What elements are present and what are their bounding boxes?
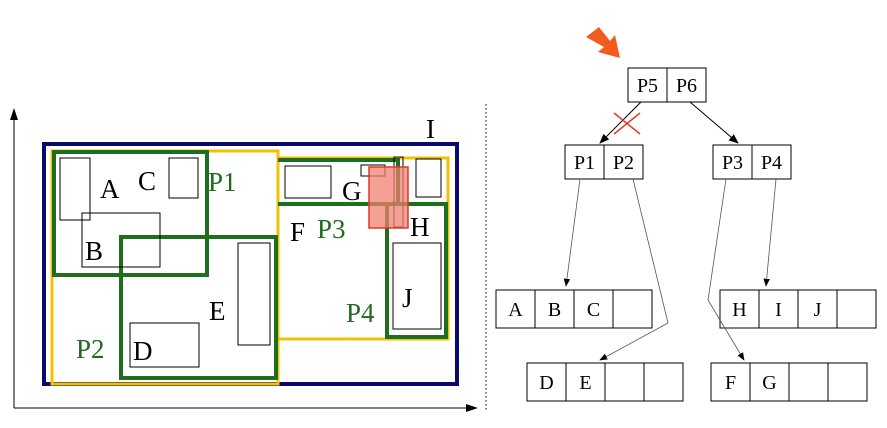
leaf-node-p4: H I J [719, 289, 877, 329]
label-e: E [209, 296, 226, 326]
node-p3-entry: P3 [722, 152, 743, 174]
edge-p3-to-leaf [707, 178, 727, 301]
label-p2: P2 [76, 334, 105, 364]
region-p2 [119, 235, 278, 380]
label-c: C [138, 166, 156, 196]
leaf-p2-entry-2: E [579, 372, 591, 394]
edge-p4-to-leaf [763, 178, 777, 287]
leaf-p4-entry-3: J [814, 299, 822, 321]
label-j: J [402, 283, 413, 313]
leaf-p4-entry-2: I [775, 299, 782, 321]
region-p1 [52, 150, 209, 277]
object-f-rect [284, 165, 332, 199]
label-h: H [410, 212, 430, 242]
object-j-rect [392, 242, 442, 330]
object-i-rect [415, 158, 442, 198]
object-e-rect [237, 242, 271, 346]
node-p4-entry: P4 [761, 152, 782, 174]
query-window [368, 166, 409, 229]
leaf-p4-entry-1: H [732, 299, 746, 321]
edge-p5-to-p1p2 [599, 101, 642, 144]
node-p1-entry: P1 [574, 152, 595, 174]
tree-node-root: P5 P6 [627, 67, 707, 103]
label-p1: P1 [208, 167, 237, 197]
search-pointer-icon [586, 27, 620, 58]
leaf-p3-entry-1: F [725, 372, 736, 394]
edge-p3-to-leaf-b [707, 299, 745, 361]
label-i: I [426, 114, 435, 144]
label-a: A [100, 174, 120, 204]
leaf-node-p3: F G [710, 362, 868, 402]
y-axis-arrow [10, 108, 18, 120]
leaf-p1-entry-1: A [508, 299, 523, 321]
label-b: B [85, 236, 103, 266]
tree-node-level1-right: P3 P4 [712, 144, 792, 180]
x-axis-arrow [466, 404, 478, 412]
label-f: F [290, 217, 305, 247]
leaf-p1-entry-3: C [587, 299, 600, 321]
region-p4 [385, 202, 448, 339]
object-a-rect [59, 157, 91, 221]
object-c-rect [168, 157, 199, 199]
edge-p2-to-leaf [632, 178, 669, 324]
leaf-p1-entry-2: B [548, 299, 561, 321]
object-b-rect [81, 212, 161, 268]
leaf-node-p2: D E [526, 362, 684, 402]
spatial-view: A B C D E F G H I J P1 P2 P3 P4 [10, 108, 478, 412]
leaf-p2-entry-1: D [539, 372, 553, 394]
node-p2-entry: P2 [613, 152, 634, 174]
label-g: G [342, 176, 362, 206]
label-p4: P4 [346, 298, 375, 328]
pruned-mark-icon [613, 112, 641, 135]
object-d-rect [129, 322, 200, 368]
edge-p2-to-leaf-b [599, 322, 669, 361]
leaf-node-p1: A B C [495, 289, 653, 329]
edge-p1-to-leaf [563, 178, 581, 287]
root-entry-1: P5 [637, 75, 658, 97]
root-entry-2: P6 [676, 75, 697, 97]
label-d: D [133, 336, 153, 366]
label-p3: P3 [317, 214, 346, 244]
leaf-p3-entry-2: G [762, 372, 776, 394]
edge-p6-to-p3p4 [689, 101, 739, 144]
tree-node-level1-left: P1 P2 [564, 144, 644, 180]
tree-view: P5 P6 P1 P2 P3 P4 A [495, 27, 877, 402]
